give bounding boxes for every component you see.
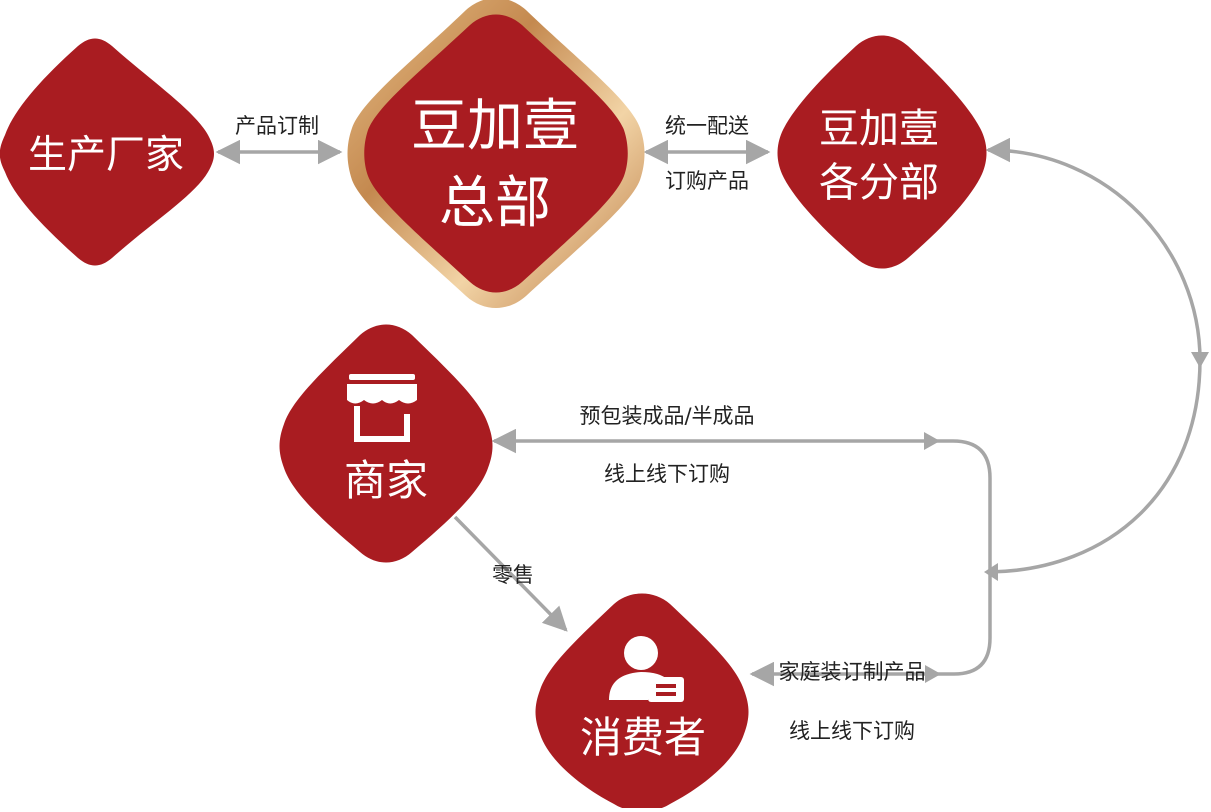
edge-branch-merchant-top: 预包装成品/半成品 [579, 404, 754, 428]
edge-trunk-merchant [491, 428, 992, 572]
node-factory-shape [0, 38, 214, 266]
node-merchant-shape [279, 324, 493, 563]
trunk-arrow-merchant-tip [924, 432, 940, 450]
node-factory-label: 生产厂家 [28, 133, 184, 178]
edge-branch-trunk [985, 137, 1202, 574]
store-awning-icon [347, 374, 417, 442]
node-consumer-shape [535, 593, 749, 812]
node-branch-line1: 豆加壹 [819, 106, 939, 152]
node-merchant-label: 商家 [344, 456, 428, 505]
node-hq: 豆加壹 总部 [347, 0, 645, 308]
trunk-arrow-consumer-tip [925, 665, 941, 683]
trunk-arrow-mid [1191, 352, 1209, 368]
node-consumer-label: 消费者 [580, 713, 706, 762]
node-branch-shape [777, 35, 987, 269]
node-consumer: 消费者 [535, 593, 749, 812]
node-branch-line2: 各分部 [819, 160, 939, 206]
node-hq-line1: 豆加壹 [411, 94, 579, 159]
edge-merchant-consumer [453, 515, 568, 632]
trunk-arrow-junction [984, 563, 998, 581]
edge-merchant-consumer-label: 零售 [492, 563, 534, 587]
edge-branch-consumer-bottom: 线上线下订购 [789, 719, 915, 743]
edge-hq-branch-bottom: 订购产品 [665, 169, 749, 193]
edge-branch-consumer-top: 家庭装订制产品 [779, 660, 926, 684]
edge-trunk-consumer [749, 572, 992, 687]
edge-factory-hq-label: 产品订制 [235, 114, 319, 138]
node-branch: 豆加壹 各分部 [777, 35, 987, 269]
edge-hq-branch-top: 统一配送 [665, 114, 749, 138]
edge-branch-merchant-bottom: 线上线下订购 [604, 462, 730, 486]
user-card-icon [609, 636, 684, 702]
node-hq-shape [364, 14, 628, 293]
node-merchant: 商家 [279, 324, 493, 563]
node-factory: 生产厂家 [0, 38, 214, 266]
node-hq-line2: 总部 [439, 171, 551, 236]
